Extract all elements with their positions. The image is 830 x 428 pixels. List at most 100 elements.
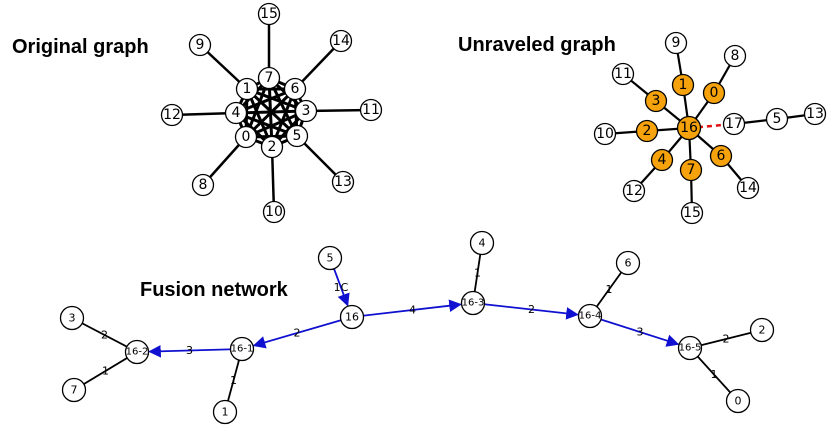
unraveled-node-9-label: 9 <box>672 35 681 51</box>
fusion-node-1-label: 1 <box>222 406 229 419</box>
unraveled-node-13-label: 13 <box>806 106 824 122</box>
original-node-3-circle <box>294 99 318 123</box>
fusion-edge-label: 1 <box>606 283 613 296</box>
original-node-9: 9 <box>188 33 212 57</box>
original-node-13-label: 13 <box>334 174 352 190</box>
fusion-node-0: 0 <box>725 388 751 414</box>
unraveled-node-11-circle <box>611 62 635 86</box>
fusion-node-16-5-circle <box>677 335 703 361</box>
unraveled-node-2-circle <box>635 119 659 143</box>
unraveled-node-17: 17 <box>722 112 746 136</box>
fusion-arrow <box>472 302 579 320</box>
unraveled-node-5: 5 <box>765 107 789 131</box>
original-graph-title: Original graph <box>12 36 149 58</box>
original-node-4: 4 <box>224 101 248 125</box>
fusion-network-title: Fusion network <box>140 279 289 301</box>
unraveled-node-5-label: 5 <box>773 111 782 127</box>
unraveled-node-15-circle <box>680 201 704 225</box>
original-node-14: 14 <box>329 29 353 53</box>
unraveled-node-12-circle <box>622 179 646 203</box>
fusion-arrow <box>351 299 462 318</box>
original-node-0-circle <box>234 125 258 149</box>
fusion-node-16-5-label: 16-5 <box>679 343 702 354</box>
fusion-node-16-3-label: 16-3 <box>462 298 485 309</box>
unraveled-node-14: 14 <box>736 176 760 200</box>
fusion-arrow-label: 2 <box>528 303 535 316</box>
unraveled-node-12-label: 12 <box>625 183 643 199</box>
fusion-node-16: 16 <box>339 304 365 330</box>
unraveled-node-7-label: 7 <box>687 162 696 178</box>
original-node-11-circle <box>359 98 383 122</box>
fusion-node-16-4-label: 16-4 <box>579 311 602 322</box>
original-node-7: 7 <box>257 66 281 90</box>
unraveled-node-11: 11 <box>611 62 635 86</box>
fusion-edge-label: 1 <box>474 267 481 280</box>
fusion-arrow <box>589 315 680 347</box>
unraveled-node-0-label: 0 <box>710 85 719 101</box>
fusion-edge-label: 1 <box>711 368 718 381</box>
unraveled-node-1-label: 1 <box>679 77 688 93</box>
unraveled-node-4-label: 4 <box>658 152 667 168</box>
unraveled-node-6-circle <box>709 144 733 168</box>
fusion-edge-label: 1 <box>230 374 237 387</box>
original-node-0-label: 0 <box>242 129 251 145</box>
fusion-node-16-label: 16 <box>345 311 359 324</box>
fusion-node-16-3-circle <box>460 290 486 316</box>
original-node-12-label: 12 <box>163 107 181 123</box>
fusion-edge-label: 2 <box>723 333 730 346</box>
original-node-13: 13 <box>331 170 355 194</box>
original-node-2: 2 <box>260 135 284 159</box>
original-node-1-circle <box>235 77 259 101</box>
original-node-14-label: 14 <box>332 33 350 49</box>
unraveled-node-7: 7 <box>679 158 703 182</box>
fusion-arrow-label: 3 <box>637 326 644 339</box>
original-node-3: 3 <box>294 99 318 123</box>
unraveled-node-15-label: 15 <box>683 205 701 221</box>
fusion-node-6-circle <box>615 250 641 276</box>
unraveled-node-13-circle <box>803 102 827 126</box>
fusion-node-3-label: 3 <box>69 312 76 325</box>
unraveled-node-14-label: 14 <box>739 180 757 196</box>
unraveled-node-7-circle <box>679 158 703 182</box>
fusion-arrow-label: 1C <box>334 281 349 294</box>
unraveled-node-13: 13 <box>803 102 827 126</box>
original-node-8-label: 8 <box>199 177 208 193</box>
original-node-11: 11 <box>359 98 383 122</box>
fusion-arrow-label: 4 <box>409 304 416 317</box>
unraveled-node-9: 9 <box>664 31 688 55</box>
fusion-node-16-circle <box>339 304 365 330</box>
original-node-15-label: 15 <box>260 6 278 22</box>
unraveled-node-17-circle <box>722 112 746 136</box>
fusion-node-4-label: 4 <box>479 237 486 250</box>
fusion-arrow <box>148 345 243 358</box>
original-node-10: 10 <box>262 200 286 224</box>
fusion-node-5-label: 5 <box>327 252 334 265</box>
unraveled-node-8-circle <box>723 44 747 68</box>
fusion-node-1-circle <box>212 399 238 425</box>
unraveled-node-8: 8 <box>723 44 747 68</box>
fusion-node-3: 3 <box>59 305 85 331</box>
fusion-node-16-1-circle <box>229 336 255 362</box>
unraveled-node-9-circle <box>664 31 688 55</box>
original-node-5: 5 <box>285 124 309 148</box>
original-node-1: 1 <box>235 77 259 101</box>
original-node-9-label: 9 <box>196 37 205 53</box>
unraveled-node-8-label: 8 <box>731 48 740 64</box>
original-node-8-circle <box>191 173 215 197</box>
fusion-node-6: 6 <box>615 250 641 276</box>
unraveled-node-11-label: 11 <box>614 66 632 82</box>
original-node-6-label: 6 <box>291 81 300 97</box>
unraveled-node-17-label: 17 <box>725 116 743 132</box>
unraveled-node-4-circle <box>650 148 674 172</box>
fusion-node-4-circle <box>469 230 495 256</box>
fusion-node-16-1: 16-1 <box>229 336 255 362</box>
fusion-arrow-label: 3 <box>186 344 193 357</box>
unraveled-node-10-circle <box>593 122 617 146</box>
fusion-node-16-1-label: 16-1 <box>231 344 254 355</box>
original-node-6: 6 <box>283 77 307 101</box>
fusion-node-5-circle <box>317 245 343 271</box>
unraveled-node-4: 4 <box>650 148 674 172</box>
original-node-11-label: 11 <box>362 102 380 118</box>
unraveled-node-3-label: 3 <box>652 93 661 109</box>
